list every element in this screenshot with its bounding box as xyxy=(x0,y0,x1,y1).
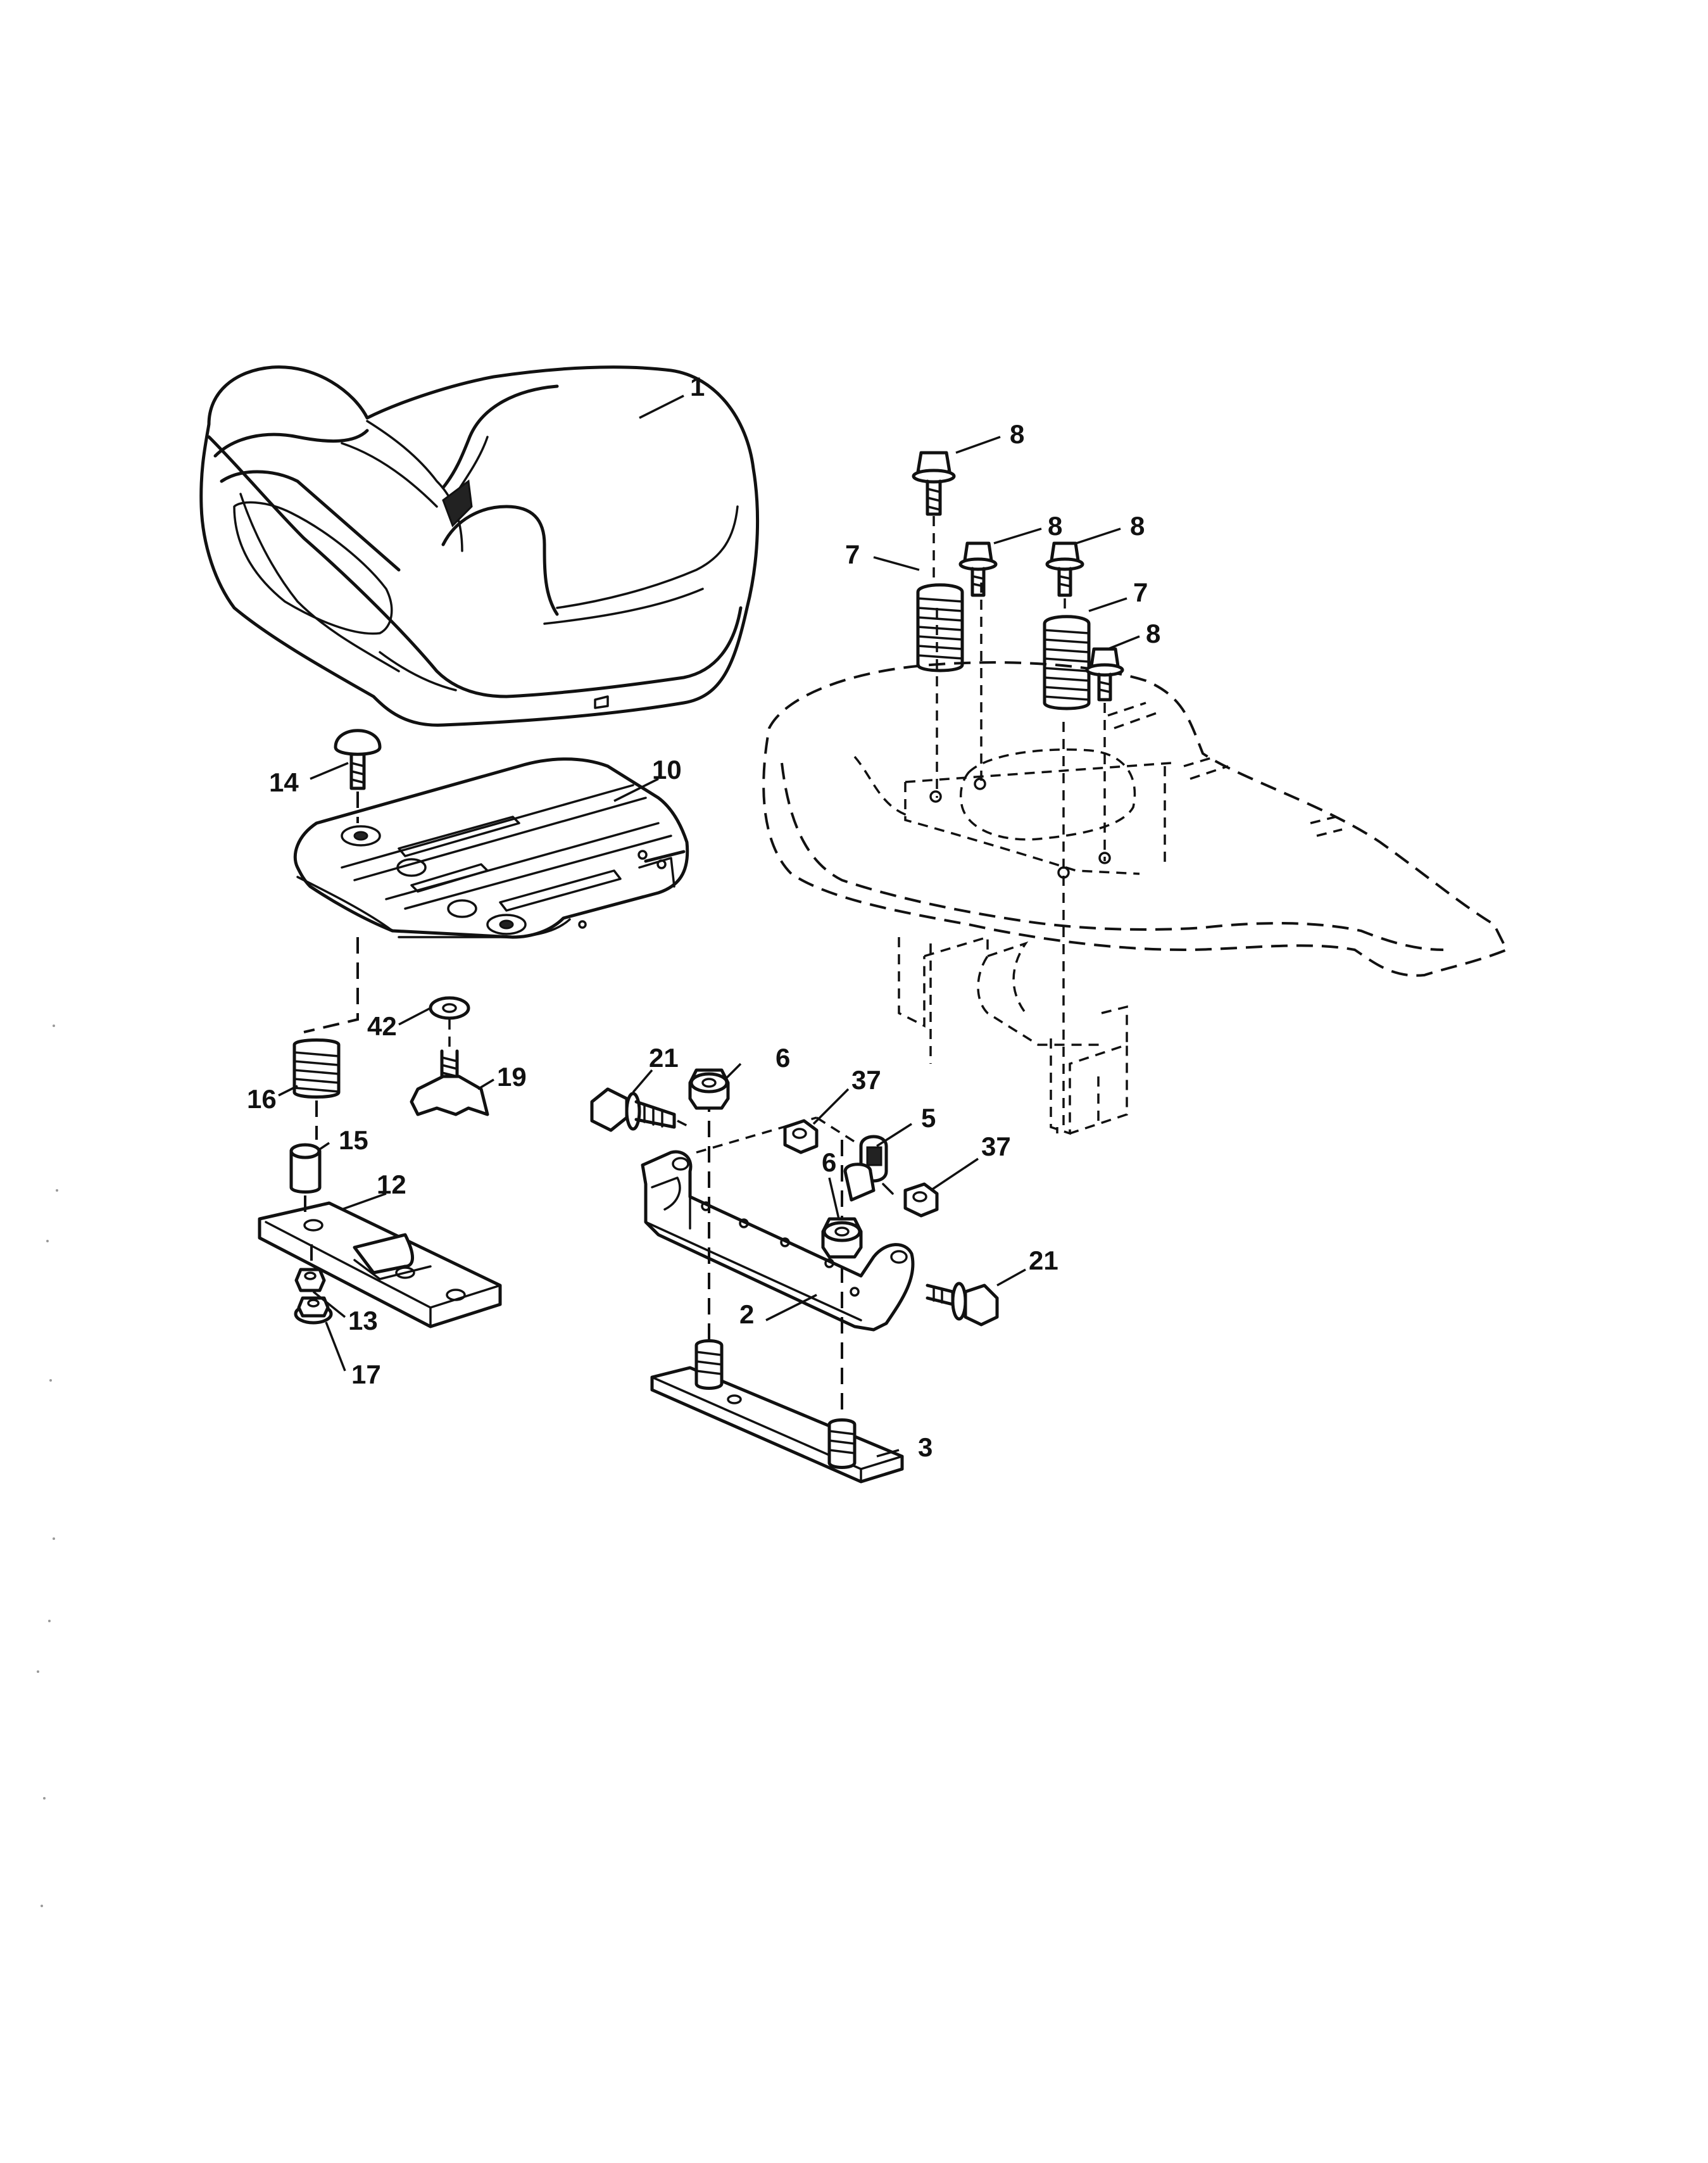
callout-14: 14 xyxy=(269,767,299,797)
seat-slide-12 xyxy=(258,1201,502,1328)
scan-specks xyxy=(37,1025,58,1907)
seat-pan xyxy=(293,757,689,939)
seat xyxy=(199,365,760,727)
bolt-8-top xyxy=(912,451,956,586)
callout-7-right: 7 xyxy=(1133,577,1148,607)
callout-labels: 1 2 3 5 6 6 7 7 8 8 8 8 10 12 13 14 15 1… xyxy=(247,372,1160,1462)
callout-1: 1 xyxy=(690,372,705,401)
callout-8-mid-left: 8 xyxy=(1048,511,1062,541)
callout-2: 2 xyxy=(739,1299,754,1329)
bolt-8-mid-left xyxy=(958,541,998,597)
pan-spring-guide xyxy=(303,937,359,1033)
callout-10: 10 xyxy=(652,755,682,785)
nut-6-top xyxy=(688,1068,730,1110)
nut-37-right xyxy=(903,1182,939,1218)
callout-7-left: 7 xyxy=(845,539,860,569)
clip-5 xyxy=(843,1135,894,1202)
callout-13: 13 xyxy=(348,1306,378,1335)
spring-16 xyxy=(292,1038,341,1140)
callout-17: 17 xyxy=(351,1359,381,1389)
washer-42 xyxy=(429,996,470,1051)
bolt-21-left xyxy=(590,1087,691,1132)
callout-3: 3 xyxy=(918,1432,932,1462)
spacer-plate-3 xyxy=(650,1339,904,1484)
nut-13 xyxy=(294,1268,326,1292)
bolt-8-lower xyxy=(1085,647,1124,702)
callout-21-left: 21 xyxy=(649,1043,679,1073)
callout-6-lower: 6 xyxy=(822,1147,836,1177)
nut-37-top xyxy=(783,1119,819,1154)
callout-12: 12 xyxy=(377,1170,406,1199)
callout-37-right: 37 xyxy=(981,1132,1011,1161)
carriage-bolt-14 xyxy=(334,729,382,790)
callout-37-top: 37 xyxy=(851,1065,881,1095)
callout-8-top: 8 xyxy=(1010,419,1024,449)
bolt-21-right xyxy=(926,1282,999,1327)
callout-leaders xyxy=(278,394,1140,1458)
callout-42: 42 xyxy=(367,1011,397,1041)
spacer-15 xyxy=(289,1143,322,1216)
tractor-frame-outline xyxy=(762,583,1509,1135)
callout-5: 5 xyxy=(921,1103,936,1133)
callout-6-top: 6 xyxy=(776,1043,790,1073)
callout-8-mid-right: 8 xyxy=(1130,511,1145,541)
callout-16: 16 xyxy=(247,1084,277,1114)
callout-21-right: 21 xyxy=(1029,1245,1058,1275)
knob-19 xyxy=(410,1049,489,1116)
nut-6-lower xyxy=(821,1217,863,1259)
spring-7-right xyxy=(1043,615,1091,710)
callout-8-lower: 8 xyxy=(1146,619,1160,648)
spring-7-left xyxy=(916,583,964,672)
flange-nut-17 xyxy=(294,1296,333,1325)
bolt-8-mid-right xyxy=(1045,541,1084,617)
seat-bracket-2 xyxy=(641,1095,915,1412)
callout-15: 15 xyxy=(339,1125,368,1155)
callout-19: 19 xyxy=(497,1062,527,1092)
